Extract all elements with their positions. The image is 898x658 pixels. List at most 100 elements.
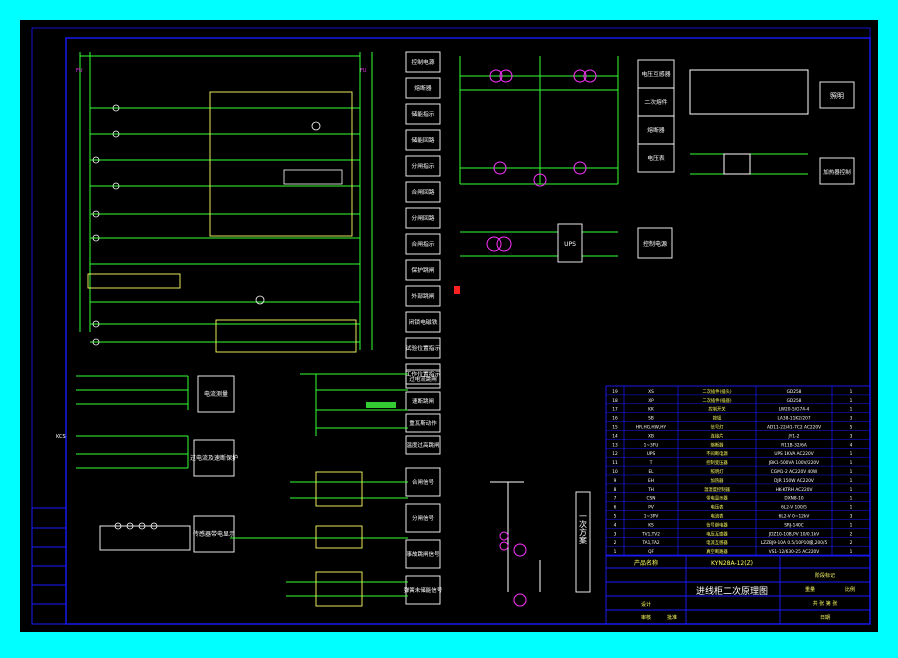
bom-cell: 1 [850,496,853,502]
bom-cell: 1~3FU [644,442,659,448]
box-label-overcurrent-protect: 过电流及速断保护 [190,454,238,462]
bom-cell: XP [648,398,654,404]
box-label-spring-signal: 弹簧未储能信号 [404,586,443,594]
bom-cell: 14 [612,433,618,439]
box-label-control-bus: 控制电源 [411,58,434,66]
bom-cell: 熔断器 [711,441,725,448]
drawing-outer-border [31,27,871,625]
box-external-trip [405,285,441,307]
box-current-measure [197,375,235,413]
breaker-label-box[interactable] [283,169,343,185]
bom-cell: LA38-11K2/207 [777,416,810,422]
box-position-test [405,337,441,359]
bom-cell: CSN [647,496,656,502]
bom-cell: 3 [850,416,853,422]
bom-cell: 1 [850,549,853,555]
title-date: 日期 [820,615,830,621]
box-label-lock-magnet: 闭锁电磁铁 [409,318,438,326]
bom-cell: 1 [850,460,853,466]
bom-cell: 电流互感器 [706,539,728,546]
bom-cell: 按钮 [713,415,722,422]
bom-cell: LZZBJ9-10A 0.5/10P10级,200/5 [761,539,828,546]
primary-scheme-label: 一次方案 [579,512,588,545]
box-label-protection-trip: 保护跳闸 [411,266,434,274]
bom-cell: 控制变压器 [706,459,728,466]
left-function-boxes: 控制电源熔断器储能指示储能回路分闸指示合闸回路分闸回路合闸指示保护跳闸外部跳闸闭… [405,51,441,385]
bom-cell: 加热器 [711,477,725,484]
bom-cell: R11B-32/6A [781,442,807,448]
box-overcurrent-trip [405,369,441,389]
lighting-text: 照明 [830,92,844,100]
box-open-signal [405,503,441,533]
row-symbols [92,104,321,346]
bom-cell: 信号继电器 [706,521,728,528]
box-label-open-signal: 分闸信号 [412,514,435,522]
measure-wires [76,373,408,597]
bom-cell: UPS [647,451,656,457]
box-fuse [405,77,441,99]
bom-cell: HR,HG,HW,HY [636,425,667,431]
box-label-close-circuit: 合闸回路 [411,188,434,196]
label-fu-1: FU [76,68,83,74]
box-label-close-indicator-2: 合闸指示 [411,240,434,248]
bom-cell: 15 [612,425,618,431]
box-label-quick-break: 速断跳闸 [412,397,434,405]
bom-cell: UPS 1KVA AC220V [774,451,813,457]
heater-text: 加热器控制 [823,168,851,176]
box-label-secondary-fuse: 二次熔件 [644,98,667,106]
bom-cell: SRJ-140C [784,522,804,528]
bom-cell: 4 [850,442,853,448]
primary-single-line [490,481,541,592]
signal-relay-boxes [99,471,363,607]
box-label-open-circuit: 分闸回路 [411,214,434,222]
bom-cell: 3 [850,433,853,439]
box-label-close-indicator: 储能指示 [411,110,434,118]
bom-cell: 1~3PV [644,514,659,520]
bom-cell: KS [648,522,654,528]
bom-cell: 18 [612,398,618,404]
bom-cell: DXN8-10 [784,496,803,502]
box-label-voltmeter: 电压表 [647,154,665,162]
bom-cell: 1 [850,478,853,484]
bom-frame [605,385,871,556]
schematic-drawing: 控制电源熔断器储能指示储能回路分闸指示合闸回路分闸回路合闸指示保护跳闸外部跳闸闭… [31,27,871,625]
box-overcurrent-protect [193,439,235,477]
bom-cell: TA1,TA2 [641,540,660,546]
highlight-bar [366,402,396,408]
bom-cell: EL [648,469,654,475]
box-control-bus [405,51,441,73]
plug-box [215,319,357,353]
drawing-canvas: 控制电源熔断器储能指示储能回路分闸指示合闸回路分闸回路合闸指示保护跳闸外部跳闸闭… [20,20,878,632]
title-checker: 审核 [641,614,651,621]
box-sensor-box [193,515,235,553]
bom-cell: 2 [850,531,853,537]
bom-cell: 6L2-V 0~12kV [779,514,810,520]
bom-cell: 信号灯 [711,424,725,431]
box-gas-trip [405,413,441,433]
box-label-gas-trip: 重瓦斯动作 [409,419,437,427]
primary-ct-symbols [499,531,527,607]
bom-cell: 13 [612,442,618,448]
box-open-circuit [405,207,441,229]
box-close-circuit [405,181,441,203]
box-label-position-test: 试验位置指示 [406,344,441,352]
bom-cell: 1 [850,389,853,395]
bom-cell: 3 [850,514,853,520]
ups-wiring [460,231,618,257]
vt-wiring [459,56,619,185]
bom-cell: 温湿度控制器 [704,486,730,493]
bom-cell: 1 [614,549,617,555]
box-voltmeter [637,143,675,173]
box-protection-trip [405,259,441,281]
control-bus-wires [79,52,373,350]
bom-cell: 6 [614,505,617,511]
bom-cell: AD11-22/41-7C2 AC220V [767,425,821,431]
bom-cell: XS [648,389,654,395]
bom-cell: QF [648,549,654,555]
box-label-fuse-box: 熔断器 [647,126,665,134]
title-stage: 阶段标记 [815,572,835,579]
